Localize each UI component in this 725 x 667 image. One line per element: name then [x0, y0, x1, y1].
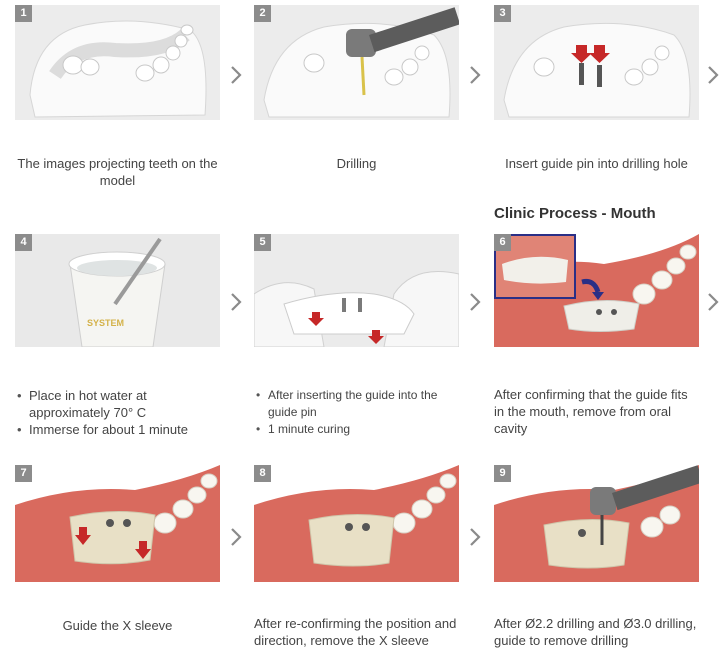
step-7-image: 7 [15, 465, 220, 582]
step-number-badge: 4 [15, 234, 32, 251]
step-4-image: 4 SYSTEM [15, 234, 220, 347]
step-5-bullet: 1 minute curing [254, 421, 459, 438]
step-number-badge: 1 [15, 5, 32, 22]
step-number-badge: 2 [254, 5, 271, 22]
step-number-badge: 8 [254, 465, 271, 482]
x-sleeve-guide-illustration [15, 465, 220, 582]
final-drilling-illustration [494, 465, 699, 582]
step-1-caption: The images projecting teeth on the model [15, 155, 220, 189]
hot-water-cup-illustration: SYSTEM [15, 234, 220, 347]
step-4-caption: Place in hot water at approximately 70° … [15, 387, 225, 438]
guide-insertion-hands-illustration [254, 234, 459, 347]
step-4-bullet: Immerse for about 1 minute [15, 421, 225, 438]
step-5-caption: After inserting the guide into the guide… [254, 387, 459, 438]
step-number-badge: 3 [494, 5, 511, 22]
guide-in-mouth-illustration [494, 234, 699, 347]
guide-pin-model-illustration [494, 5, 699, 120]
step-number-badge: 6 [494, 234, 511, 251]
chevron-right-icon [467, 292, 483, 312]
step-5-image: 5 [254, 234, 459, 347]
white-model-jaw-illustration [15, 5, 220, 120]
chevron-right-icon [467, 65, 483, 85]
chevron-right-icon [467, 527, 483, 547]
step-3-caption: Insert guide pin into drilling hole [494, 155, 699, 172]
chevron-right-icon [228, 527, 244, 547]
sleeve-removed-illustration [254, 465, 459, 582]
step-2-image: 2 [254, 5, 459, 120]
drilling-model-illustration [254, 5, 459, 120]
step-9-image: 9 [494, 465, 699, 582]
step-6-image: 6 [494, 234, 699, 347]
step-5-bullet: After inserting the guide into the guide… [254, 387, 459, 421]
step-4-bullet: Place in hot water at approximately 70° … [15, 387, 225, 421]
step-1-image: 1 [15, 5, 220, 120]
chevron-right-icon [705, 65, 721, 85]
step-3-image: 3 [494, 5, 699, 120]
step-number-badge: 5 [254, 234, 271, 251]
step-6-caption: After confirming that the guide fits in … [494, 386, 699, 437]
step-8-caption: After re-confirming the position and dir… [254, 615, 459, 649]
step-number-badge: 7 [15, 465, 32, 482]
section-title: Clinic Process - Mouth [494, 205, 656, 222]
chevron-right-icon [705, 292, 721, 312]
step-8-image: 8 [254, 465, 459, 582]
step-number-badge: 9 [494, 465, 511, 482]
step-2-caption: Drilling [254, 155, 459, 172]
chevron-right-icon [228, 292, 244, 312]
cup-brand-label: SYSTEM [87, 318, 124, 328]
step-9-caption: After Ø2.2 drilling and Ø3.0 drilling, g… [494, 615, 699, 649]
step-7-caption: Guide the X sleeve [15, 617, 220, 634]
chevron-right-icon [228, 65, 244, 85]
